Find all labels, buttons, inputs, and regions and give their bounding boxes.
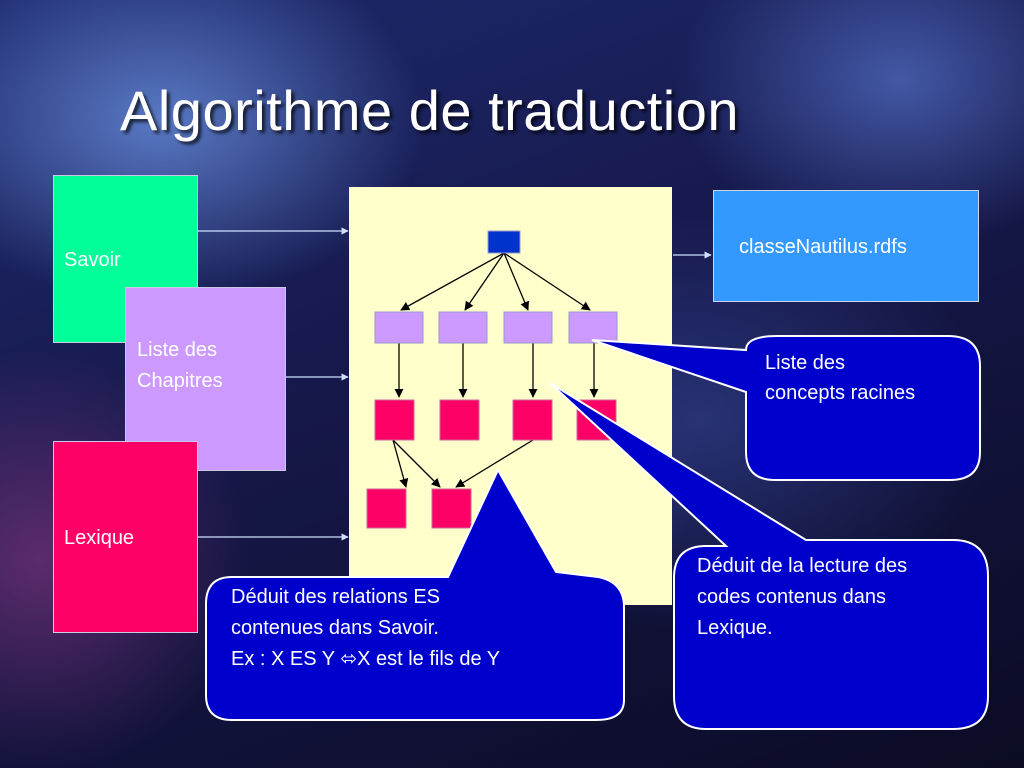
- callout-lecture-line-1: Déduit de la lecture des: [697, 555, 908, 577]
- edge-l2-2: [392, 439, 441, 488]
- callout-relations: [205, 467, 625, 721]
- level2-node-1: [374, 399, 415, 441]
- edge-root-3: [503, 252, 530, 311]
- output-label: classeNautilus.rdfs: [739, 236, 907, 258]
- lexique-label: Lexique: [64, 527, 135, 549]
- level2-node-2: [439, 399, 480, 441]
- level3-node-2: [431, 488, 472, 529]
- lexique-box: [53, 441, 198, 633]
- callout-relations-line-3: Ex : X ES Y ⬄X est le fils de Y: [231, 648, 501, 670]
- callout-lecture-line-3: Lexique.: [697, 617, 773, 639]
- callout-relations-line-2: contenues dans Savoir.: [231, 617, 439, 639]
- callout-lecture: [549, 382, 989, 730]
- level1-node-2: [438, 311, 488, 344]
- level2-node-3: [512, 399, 553, 441]
- chapitres-label-line-2: Chapitres: [137, 370, 223, 392]
- chapitres-box: [125, 287, 286, 471]
- savoir-label: Savoir: [64, 249, 121, 271]
- callout-concepts-line-2: concepts racines: [765, 382, 916, 404]
- edge-root-1: [400, 252, 505, 311]
- output-box: [713, 190, 979, 302]
- callout-lecture-line-2: codes contenus dans: [697, 586, 887, 608]
- edge-l2-1: [392, 439, 409, 488]
- edge-root-4: [503, 252, 591, 311]
- callout-concepts: [591, 335, 981, 481]
- level1-node-4: [568, 311, 618, 344]
- edge-l2-3: [455, 439, 534, 488]
- callout-relations-line-1: Déduit des relations ES: [231, 586, 441, 608]
- root-node: [487, 230, 521, 254]
- edge-root-2: [464, 252, 505, 311]
- slide-title: Algorithme de traduction: [120, 79, 740, 142]
- callout-concepts-line-1: Liste des: [765, 352, 846, 374]
- chapitres-label-line-1: Liste des: [137, 339, 218, 361]
- level3-node-1: [366, 488, 407, 529]
- level1-node-3: [503, 311, 553, 344]
- level1-node-1: [374, 311, 424, 344]
